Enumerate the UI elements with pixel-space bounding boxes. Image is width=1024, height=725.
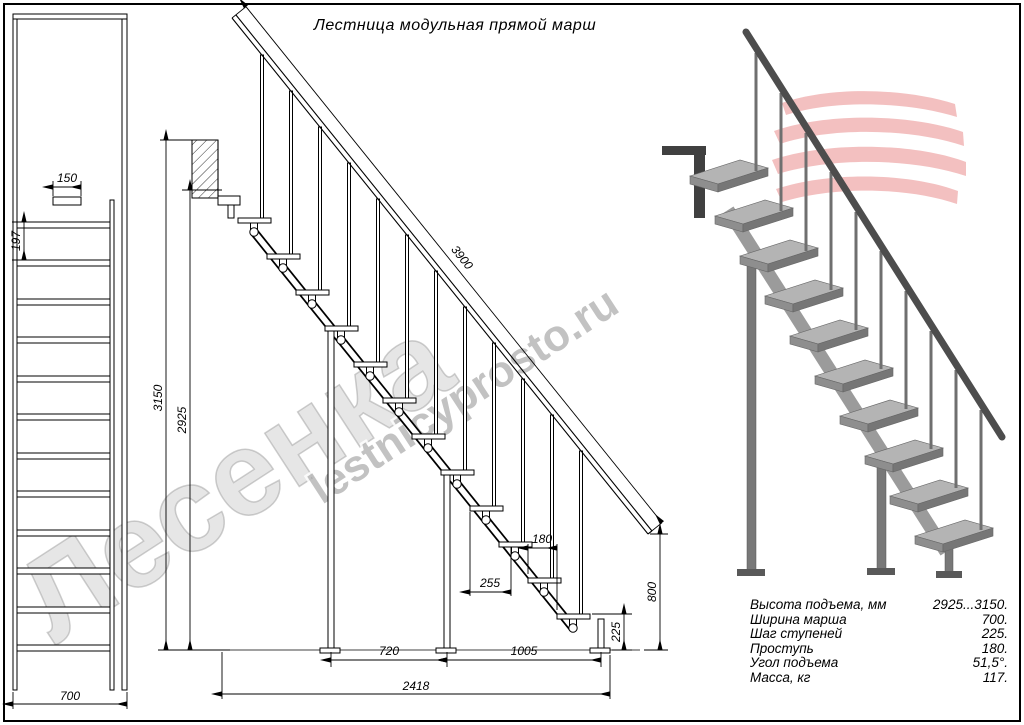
- spec-value-1: 700.: [982, 612, 1008, 627]
- dim-front-150: 150: [57, 171, 77, 185]
- spec-value-3: 180.: [982, 641, 1008, 656]
- dim-front-700: 700: [60, 689, 80, 703]
- spec-table: Высота подъема, мм 2925...3150. Ширина м…: [749, 597, 1008, 685]
- spec-label-5: Масса, кг: [750, 670, 811, 685]
- spec-value-4: 51,5°.: [973, 655, 1008, 670]
- render-3d: [662, 28, 1006, 578]
- dim-end-800: 800: [645, 582, 659, 602]
- spec-label-3: Проступь: [750, 641, 814, 656]
- dim-rise-225: 225: [609, 622, 623, 643]
- dim-length-2418: 2418: [402, 679, 430, 693]
- dim-height-3150: 3150: [151, 384, 165, 411]
- dim-span-720: 720: [379, 644, 399, 658]
- front-view: 150 197 700: [2, 13, 128, 709]
- dim-255: 255: [479, 576, 500, 590]
- spec-label-4: Угол подъема: [749, 655, 839, 670]
- spec-value-0: 2925...3150.: [932, 597, 1008, 612]
- spec-value-5: 117.: [983, 670, 1008, 685]
- spec-label-0: Высота подъема, мм: [750, 597, 886, 612]
- spec-value-2: 225.: [981, 626, 1008, 641]
- drawing-title: Лестница модульная прямой марш: [313, 17, 596, 34]
- dim-front-197: 197: [9, 230, 23, 251]
- side-view: 3900 3150 2925 180 255 225 800: [151, 0, 668, 699]
- dim-span-1005: 1005: [511, 644, 538, 658]
- dim-height-2925: 2925: [175, 406, 189, 434]
- dim-tread-180: 180: [532, 532, 552, 546]
- spec-label-1: Ширина марша: [750, 612, 847, 627]
- handrail-3d: [742, 28, 1006, 441]
- spec-label-2: Шаг ступеней: [750, 626, 843, 641]
